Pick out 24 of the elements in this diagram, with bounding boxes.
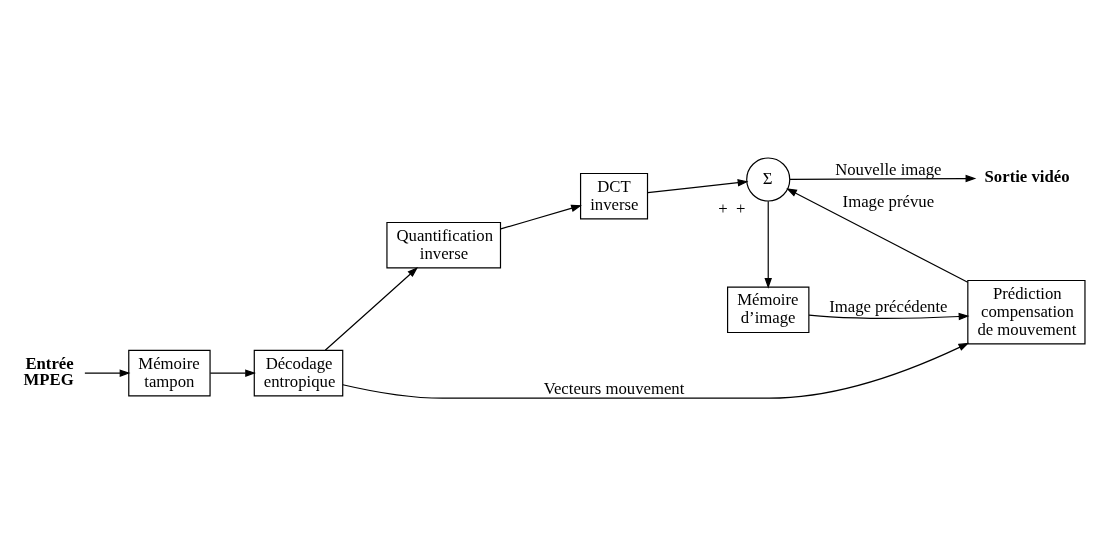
node-label: + + <box>718 199 746 219</box>
arrow <box>500 204 582 230</box>
node-box: DCT inverse <box>580 172 649 220</box>
node-box: Prédiction compensation de mouvement <box>967 279 1086 345</box>
arrow <box>647 178 749 194</box>
arrow <box>808 312 970 321</box>
arrow <box>84 369 131 377</box>
arrow <box>209 369 256 377</box>
arrow <box>786 188 969 283</box>
node-box: Mémoire d’image <box>727 286 810 334</box>
edge-label: Image prévue <box>842 192 935 212</box>
node-text: Entrée MPEG <box>23 353 74 390</box>
edge-label: Image précédente <box>829 297 948 317</box>
arrow <box>324 267 419 351</box>
node-circle: Σ <box>746 157 791 202</box>
node-box: Quantification inverse <box>386 221 502 269</box>
edge-label: Nouvelle image <box>835 159 942 179</box>
arrow <box>764 200 772 289</box>
arrow <box>789 174 977 183</box>
node-text: Sortie vidéo <box>984 166 1070 186</box>
edge-label: Vecteurs mouvement <box>543 378 685 398</box>
node-box: Mémoire tampon <box>128 349 211 397</box>
arrow <box>342 342 970 399</box>
node-box: Décodage entropique <box>253 349 344 397</box>
